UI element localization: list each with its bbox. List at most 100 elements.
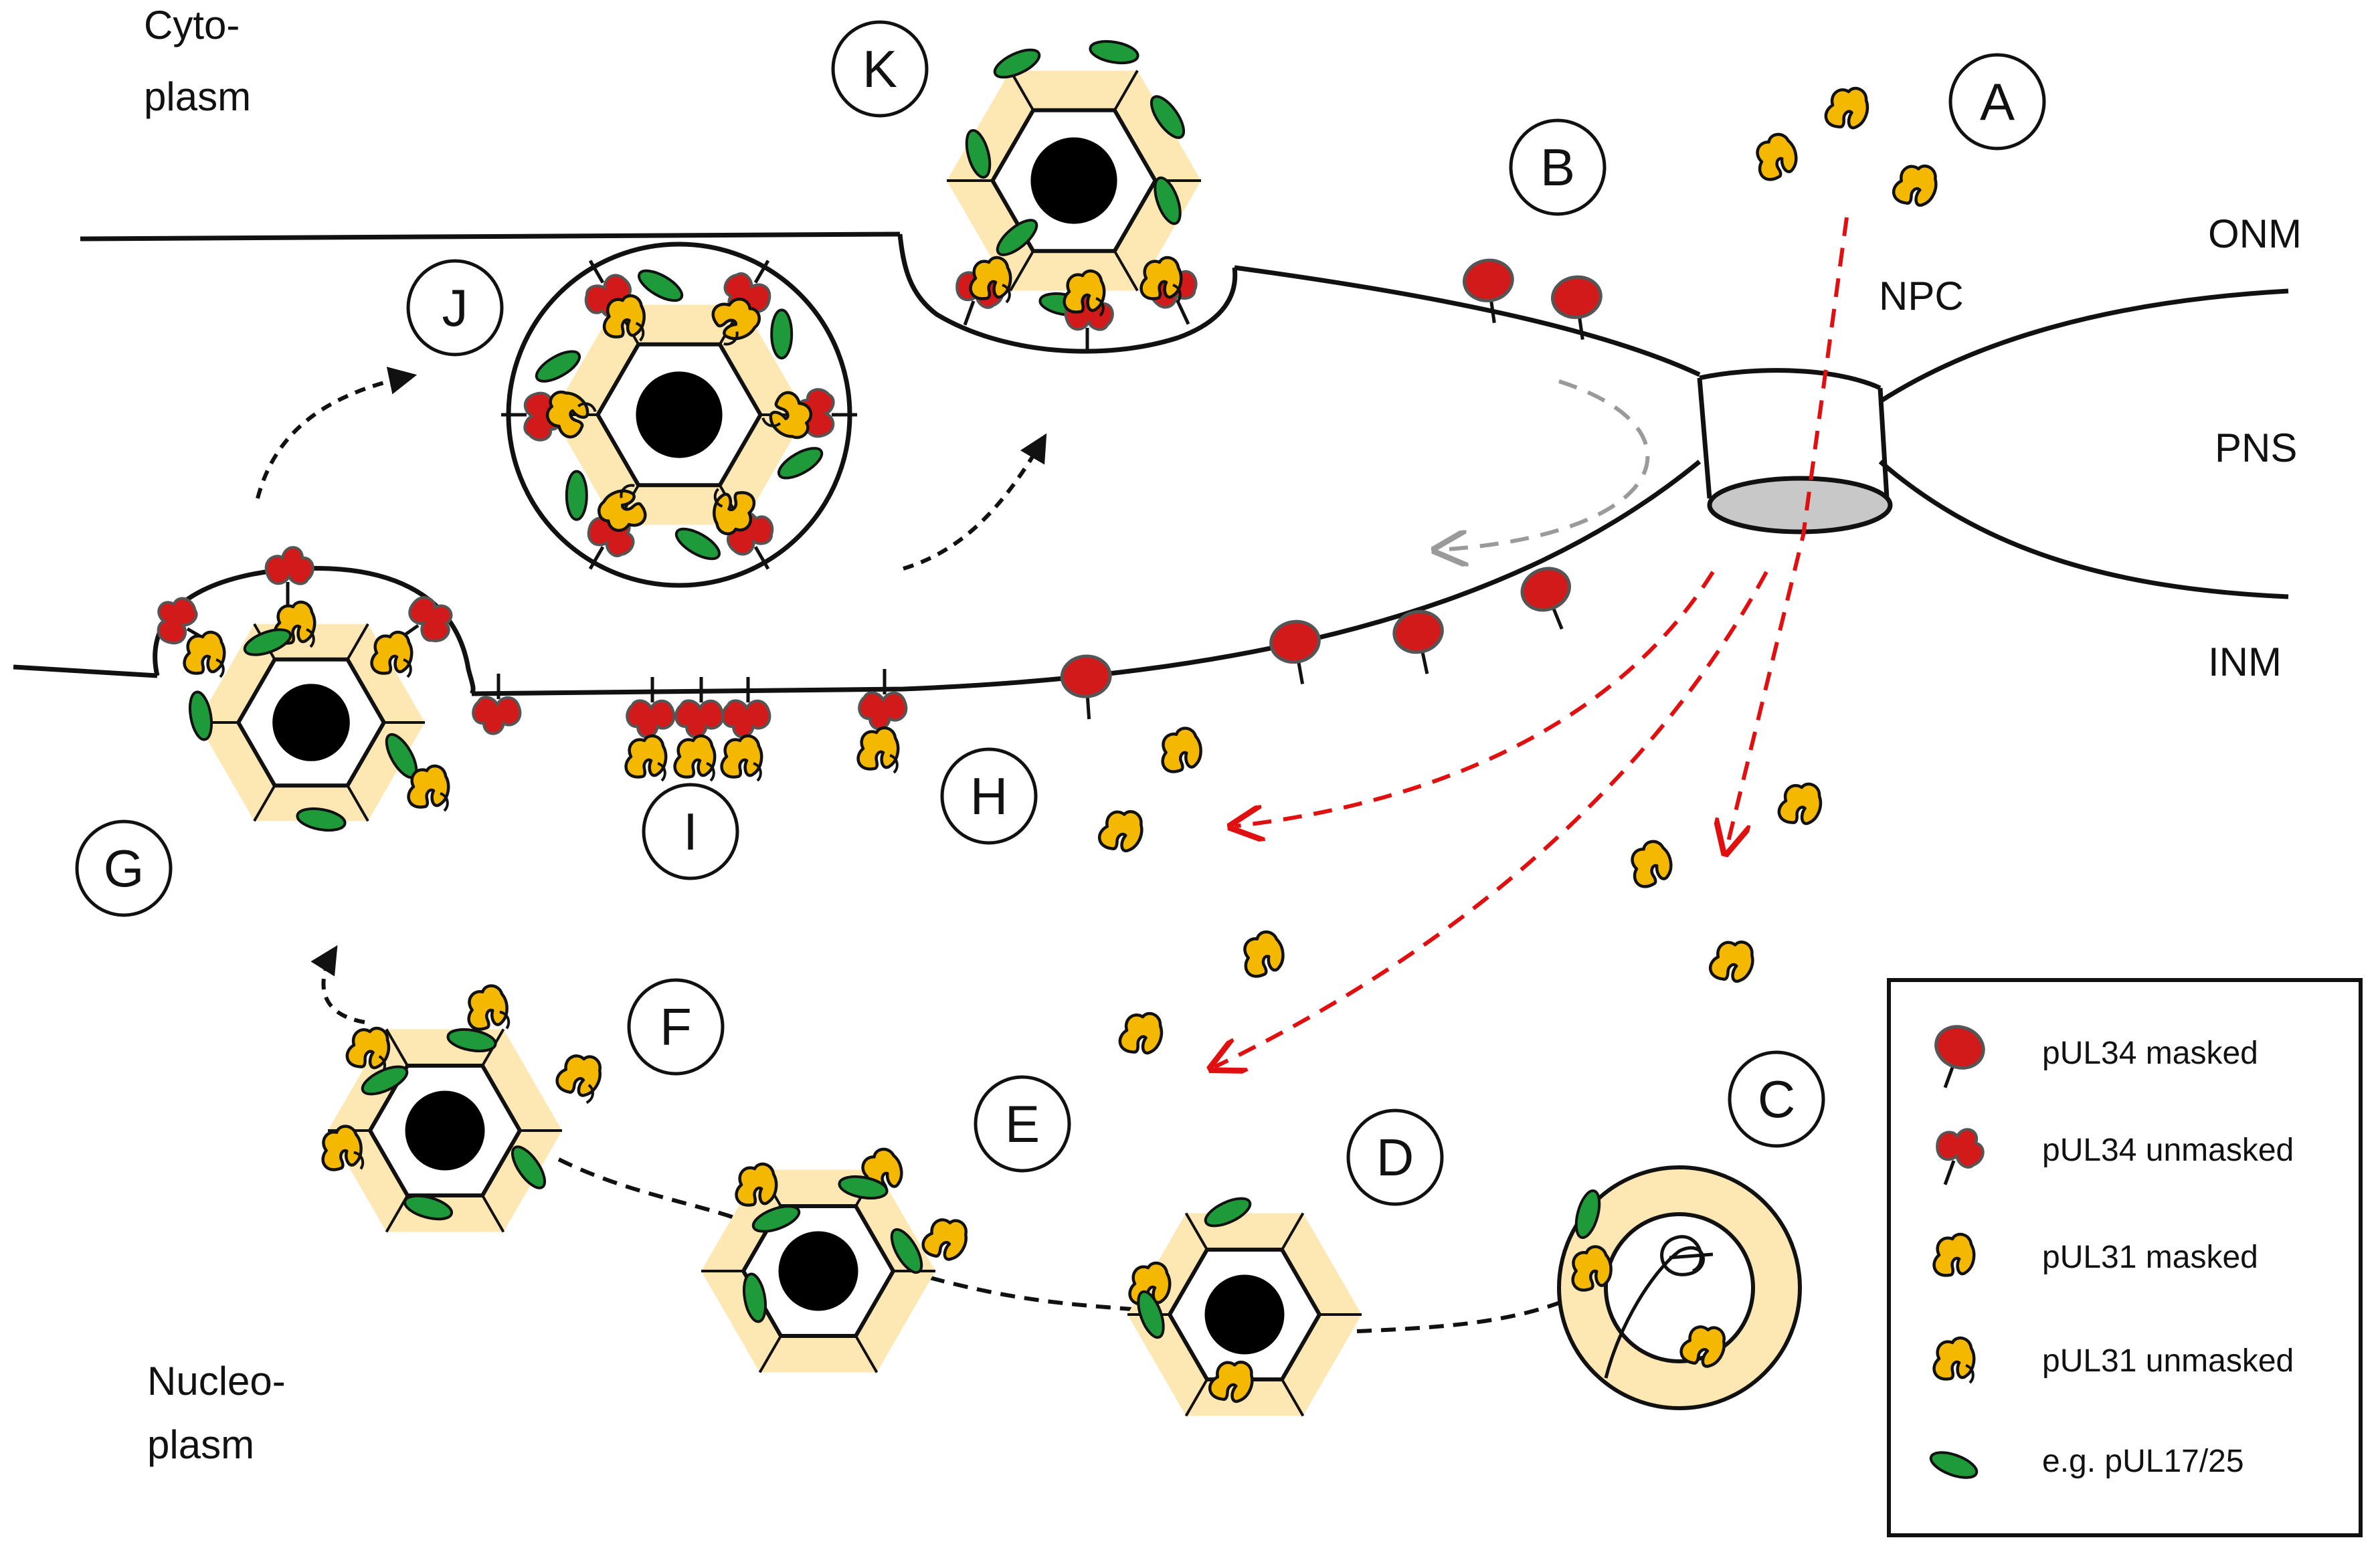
capsid-f-pul17-25 <box>361 1065 409 1096</box>
step-a-label: A <box>1980 72 2015 131</box>
nucleoplasm-label-line1: Nucleo- <box>147 1359 286 1404</box>
inm-pul34-masked <box>1392 609 1444 674</box>
capsid-k-pul17-25 <box>993 48 1041 79</box>
pit-k-pul31 <box>1063 269 1106 317</box>
nuclear-pore-complex <box>1697 368 1893 535</box>
outer-nuclear-membrane <box>80 231 2289 403</box>
inm-pul31-unmasked <box>624 734 668 782</box>
capsid-f-pul17-25 <box>403 1194 453 1221</box>
capsid-e-pul17-25 <box>742 1272 767 1323</box>
cytoplasm-label-line2: plasm <box>144 74 251 119</box>
pul34-recycling-arrow <box>1439 379 1650 550</box>
capsid-e-pul17-25 <box>890 1228 923 1274</box>
step-d: D <box>1346 1108 1444 1206</box>
inm-pul34-unmasked <box>858 669 908 731</box>
inm-label: INM <box>2208 640 2282 684</box>
maturation-path-lines <box>557 1157 1570 1333</box>
step-e-label: E <box>1005 1094 1040 1153</box>
inm-pul34-unmasked <box>721 677 771 739</box>
capsid-d-pul17-25 <box>1204 1197 1252 1228</box>
pul34-masked-icon <box>1934 1025 1985 1088</box>
de-envelopment-pit <box>897 233 1238 354</box>
step-d-label: D <box>1376 1128 1414 1187</box>
free-pul31-masked <box>1161 727 1202 773</box>
capsid-c-pul31 <box>1571 1245 1613 1292</box>
free-pul31-masked <box>1777 782 1823 826</box>
capsid-d-pul17-25 <box>1137 1290 1165 1339</box>
cytoplasm-label-line1: Cyto- <box>144 3 240 47</box>
legend: pUL34 masked pUL34 unmasked pUL31 masked… <box>1887 978 2363 1537</box>
step-h: H <box>940 747 1038 845</box>
step-a: A <box>1948 53 2046 151</box>
capsid-k-pul17-25 <box>1154 176 1182 225</box>
free-pul31-masked <box>1892 165 1938 207</box>
capsid-k-pul17-25 <box>1150 95 1186 139</box>
legend-label-pul34-unmasked: pUL34 unmasked <box>2042 1133 2294 1168</box>
free-pul31-masked <box>1118 1011 1164 1055</box>
capsid-d <box>1127 1212 1362 1417</box>
legend-label-pul34-masked: pUL34 masked <box>2042 1036 2258 1071</box>
bud-g-pul31 <box>407 764 450 812</box>
inm-pul34-unmasked <box>674 677 725 739</box>
pul31-unmasked-icon <box>1932 1336 1976 1384</box>
step-j-label: J <box>442 278 468 337</box>
inm-pul34-unmasked <box>472 674 522 735</box>
onm-label: ONM <box>2208 211 2302 256</box>
pul17-25-icon <box>1929 1451 1979 1479</box>
capsid-f <box>328 1028 562 1233</box>
capsid-f-pul31 <box>321 1125 365 1171</box>
step-h-label: H <box>970 767 1008 826</box>
bud-g-pul17-25 <box>188 690 213 741</box>
capsid-c-pul17-25 <box>1574 1189 1601 1239</box>
step-i: I <box>642 783 739 880</box>
step-i-label: I <box>683 802 698 861</box>
virion-j-pul31 <box>598 484 647 533</box>
free-pul31-masked <box>1708 941 1754 983</box>
virion-j-pul17-25 <box>535 350 581 383</box>
virion-j-pul31 <box>711 297 761 346</box>
step-e: E <box>974 1075 1071 1173</box>
inm-pul34-masked <box>1269 619 1321 684</box>
inm-pul31-unmasked <box>856 726 900 774</box>
bud-g-pul17-25 <box>243 628 292 656</box>
free-pul31-masked <box>1824 86 1869 130</box>
virion-j-pul31 <box>761 391 813 440</box>
pit-k-pul31 <box>969 256 1012 304</box>
inm-pul31-unmasked <box>720 734 763 782</box>
capsid-k-pul17-25 <box>996 219 1038 256</box>
step-k-label: K <box>862 39 897 98</box>
step-b-label: B <box>1540 138 1575 197</box>
capsid-e-pul17-25 <box>838 1175 889 1200</box>
legend-label-pul17-25: e.g. pUL17/25 <box>2042 1444 2244 1479</box>
legend-icons <box>1929 1025 1985 1479</box>
step-markers: A B C D E F G H I J K <box>75 20 2046 1206</box>
protein-glyphs <box>157 39 1938 1404</box>
pns-label: PNS <box>2215 425 2297 470</box>
legend-label-pul31-unmasked: pUL31 unmasked <box>2042 1343 2294 1379</box>
capsid-k-pul17-25 <box>965 129 992 179</box>
inm-pul34-masked <box>1520 567 1571 630</box>
free-pul31-masked <box>1097 810 1143 853</box>
inm-pul34-unmasked <box>626 677 676 739</box>
pul31-masked-icon <box>1932 1232 1976 1277</box>
inm-pul31-unmasked <box>673 734 717 782</box>
virion-j-pul31 <box>602 294 646 342</box>
step-g-label: G <box>104 839 145 898</box>
bud-g-pul31 <box>183 630 226 678</box>
virion-j-pul17-25 <box>674 527 721 561</box>
free-pul31-masked <box>1756 132 1798 181</box>
bud-g-pul31 <box>370 630 414 678</box>
capsid-f-pul31 <box>555 1054 602 1104</box>
pit-k-pul31 <box>1139 256 1183 304</box>
step-k: K <box>831 20 929 118</box>
step-f-label: F <box>660 997 692 1056</box>
virion-j-pul17-25 <box>638 269 684 302</box>
step-c-label: C <box>1758 1070 1795 1129</box>
capsid-e-pul17-25 <box>751 1205 801 1233</box>
virion-j-pul17-25 <box>565 470 588 521</box>
nucleoplasm-label-line2: plasm <box>147 1422 254 1467</box>
capsid-e-pul31 <box>735 1162 778 1207</box>
legend-label-pul31-masked: pUL31 masked <box>2042 1240 2258 1275</box>
bud-g-pul34 <box>264 546 314 607</box>
